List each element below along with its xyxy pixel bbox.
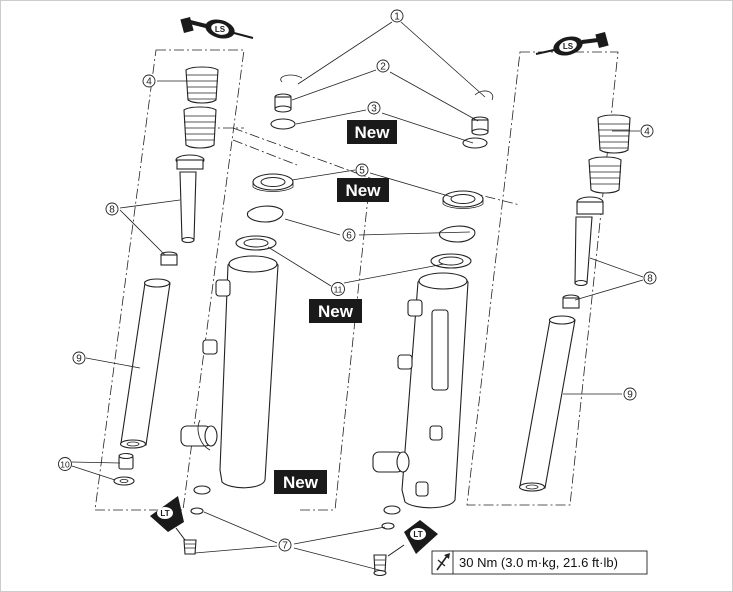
grease-ls-icon-left: LS: [180, 16, 254, 39]
new-tag-washer: New: [309, 299, 362, 323]
callout-9-left: 9: [72, 351, 86, 365]
svg-text:9: 9: [76, 354, 82, 365]
svg-text:1: 1: [394, 12, 400, 23]
left-outer-tube: [119, 278, 171, 449]
svg-text:7: 7: [282, 541, 288, 552]
svg-text:8: 8: [109, 205, 115, 216]
callout-11: 11: [331, 282, 345, 296]
left-circlip: [280, 74, 303, 83]
svg-text:4: 4: [146, 77, 152, 88]
svg-text:LT: LT: [413, 530, 422, 539]
callout-5: 5: [355, 163, 369, 177]
callout-6: 6: [342, 228, 356, 242]
right-dust-seal: [438, 225, 476, 243]
right-outer-tube: [518, 315, 576, 492]
svg-text:LS: LS: [563, 42, 574, 51]
svg-text:3: 3: [371, 104, 377, 115]
new-tag-oil-seal: New: [337, 178, 389, 202]
svg-text:LT: LT: [160, 509, 169, 518]
callout-4-left: 4: [142, 74, 156, 88]
left-bottom-bolt: [183, 507, 204, 555]
callout-8-left: 8: [105, 202, 119, 216]
locktite-lt-icon-left: LT: [150, 496, 186, 541]
callout-3: 3: [367, 101, 381, 115]
callout-2: 2: [376, 59, 390, 73]
svg-text:New: New: [346, 181, 382, 200]
svg-text:5: 5: [359, 166, 365, 177]
right-oil-seal: [442, 190, 484, 209]
right-circlip: [474, 90, 494, 101]
right-bottom-bolt: [373, 522, 395, 577]
svg-text:LS: LS: [215, 25, 226, 34]
callout-9-right: 9: [623, 387, 637, 401]
new-tag-bolt-washer: New: [274, 470, 327, 494]
callout-10: 10: [58, 457, 72, 471]
left-damper-rod: [160, 154, 205, 266]
svg-text:New: New: [283, 473, 319, 492]
callout-4-right: 4: [640, 124, 654, 138]
torque-spec: 30 Nm (3.0 m·kg, 21.6 ft·lb): [431, 550, 648, 575]
callout-1: 1: [390, 9, 404, 23]
locktite-lt-icon-right: LT: [387, 520, 438, 557]
svg-text:2: 2: [380, 62, 386, 73]
left-bottom-parts: [113, 452, 135, 486]
right-inner-slider: [372, 272, 469, 515]
right-spring: [588, 114, 631, 194]
svg-text:4: 4: [644, 127, 650, 138]
wrench-torque-icon: [436, 553, 450, 571]
left-cap-bolt: [274, 93, 292, 113]
left-o-ring: [270, 118, 296, 130]
right-washer: [430, 253, 472, 269]
svg-text:New: New: [355, 123, 391, 142]
callout-8-right: 8: [643, 271, 657, 285]
left-washer: [235, 235, 277, 251]
svg-text:10: 10: [60, 460, 70, 470]
left-oil-seal: [252, 173, 294, 192]
right-cap-bolt: [471, 116, 489, 136]
right-damper-rod: [562, 196, 604, 309]
leader-lines: [71, 21, 644, 572]
left-dust-seal: [246, 205, 284, 223]
callout-7: 7: [278, 538, 292, 552]
svg-text:8: 8: [647, 274, 653, 285]
grease-ls-icon-right: LS: [535, 31, 609, 56]
svg-text:6: 6: [346, 231, 352, 242]
svg-text:30 Nm (3.0 m·kg, 21.6 ft·lb): 30 Nm (3.0 m·kg, 21.6 ft·lb): [459, 555, 618, 570]
new-tag-o-ring: New: [347, 120, 397, 144]
svg-text:9: 9: [627, 390, 633, 401]
right-o-ring: [462, 137, 488, 149]
left-spring: [183, 66, 219, 149]
svg-text:11: 11: [334, 285, 343, 295]
torque-spec-box: [431, 550, 648, 575]
svg-text:New: New: [318, 302, 354, 321]
left-inner-slider: [180, 255, 279, 495]
